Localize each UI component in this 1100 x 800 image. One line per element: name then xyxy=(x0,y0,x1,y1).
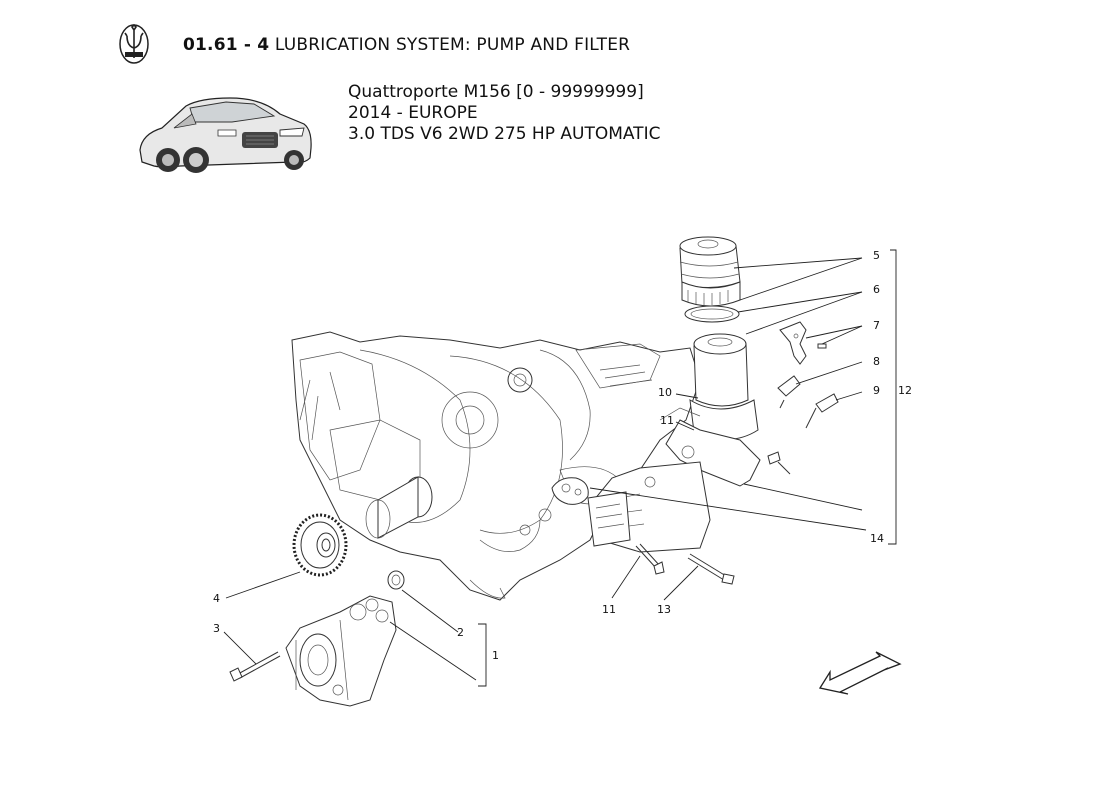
filter-cap xyxy=(679,236,741,307)
callout-5: 5 xyxy=(873,249,880,262)
section-code: 01.61 - 4 xyxy=(183,35,270,55)
callout-13: 13 xyxy=(657,603,671,616)
sensor-9 xyxy=(805,393,839,429)
callout-3: 3 xyxy=(213,622,220,635)
callout-10: 10 xyxy=(658,386,672,399)
callout-9: 9 xyxy=(873,384,880,397)
callout-7: 7 xyxy=(873,319,880,332)
oil-pump xyxy=(285,595,397,707)
callout-11-upper: 11 xyxy=(660,414,674,427)
callout-12: 12 xyxy=(898,384,912,397)
filter-seal xyxy=(684,305,740,323)
oring-2 xyxy=(387,570,405,590)
section-title: LUBRICATION SYSTEM: PUMP AND FILTER xyxy=(274,35,631,55)
page-title: 01.61 - 4 LUBRICATION SYSTEM: PUMP AND F… xyxy=(183,35,630,55)
callout-1: 1 xyxy=(492,649,499,662)
bracket-7 xyxy=(779,321,827,365)
model-year-region: 2014 - EUROPE xyxy=(348,103,478,123)
bolt-13 xyxy=(687,553,735,585)
callout-6: 6 xyxy=(873,283,880,296)
callout-2: 2 xyxy=(457,626,464,639)
callout-8: 8 xyxy=(873,355,880,368)
sensor-8 xyxy=(777,375,801,409)
engine-block-illustration xyxy=(291,331,701,601)
callout-11-lower: 11 xyxy=(602,603,616,616)
callout-labels: 5 6 7 8 9 12 10 11 14 11 13 4 3 2 1 xyxy=(213,249,912,662)
fitting-11 xyxy=(767,451,781,465)
model-engine: 3.0 TDS V6 2WD 275 HP AUTOMATIC xyxy=(348,124,661,144)
model-name: Quattroporte M156 [0 - 99999999] xyxy=(348,82,644,102)
oil-filter-housing xyxy=(587,333,761,553)
bolt-11 xyxy=(635,543,665,575)
leader-lines xyxy=(223,249,897,687)
pump-drive-gear xyxy=(292,513,348,577)
bolt-3 xyxy=(229,651,281,682)
filter-gasket xyxy=(551,477,589,505)
brand-logo-icon xyxy=(119,23,149,64)
callout-14: 14 xyxy=(870,532,884,545)
direction-arrow-icon xyxy=(818,651,902,695)
car-thumbnail xyxy=(139,97,312,173)
callout-4: 4 xyxy=(213,592,220,605)
